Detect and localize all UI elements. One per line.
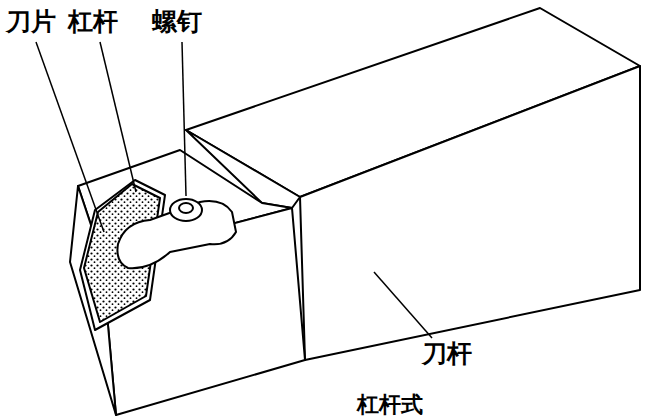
leader-line xyxy=(100,42,136,192)
part-label: 螺钉 xyxy=(150,8,204,36)
part-label: 刀片 xyxy=(4,8,58,36)
screw-head xyxy=(170,199,202,221)
part-label: 刀杆 xyxy=(420,340,474,368)
leader-line xyxy=(182,42,186,196)
leader-line xyxy=(36,42,104,232)
leader-line xyxy=(374,272,432,338)
screw-hole xyxy=(179,203,193,213)
part-label: 杠杆 xyxy=(66,8,120,36)
figure-caption: 杠杆式 xyxy=(355,392,425,416)
shank-front xyxy=(300,66,640,360)
